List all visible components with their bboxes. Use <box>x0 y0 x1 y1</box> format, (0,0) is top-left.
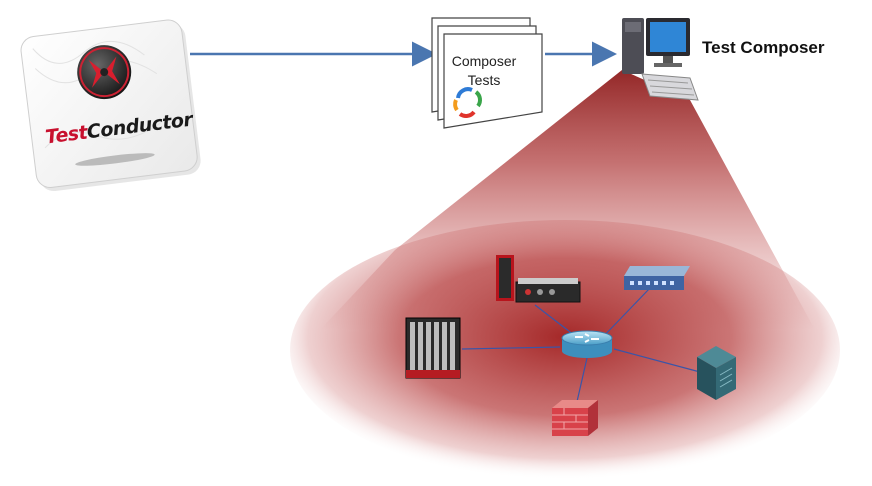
refresh-arrows-icon <box>453 87 482 118</box>
router-icon <box>561 330 613 358</box>
firewall-icon <box>552 400 598 436</box>
composer-tests-label: Composer Tests <box>448 52 520 90</box>
test-composer-label: Test Composer <box>702 38 825 57</box>
testconductor-logo <box>20 19 201 192</box>
composer-tests-line2: Tests <box>467 72 501 88</box>
chassis-rack-icon <box>405 317 461 379</box>
composer-tests-line1: Composer <box>451 53 517 69</box>
server-cube-icon <box>697 346 736 400</box>
test-instrument-icon <box>496 255 581 303</box>
workstation-icon <box>622 18 699 101</box>
documents-icon <box>431 17 543 129</box>
switch-icon <box>624 266 690 290</box>
